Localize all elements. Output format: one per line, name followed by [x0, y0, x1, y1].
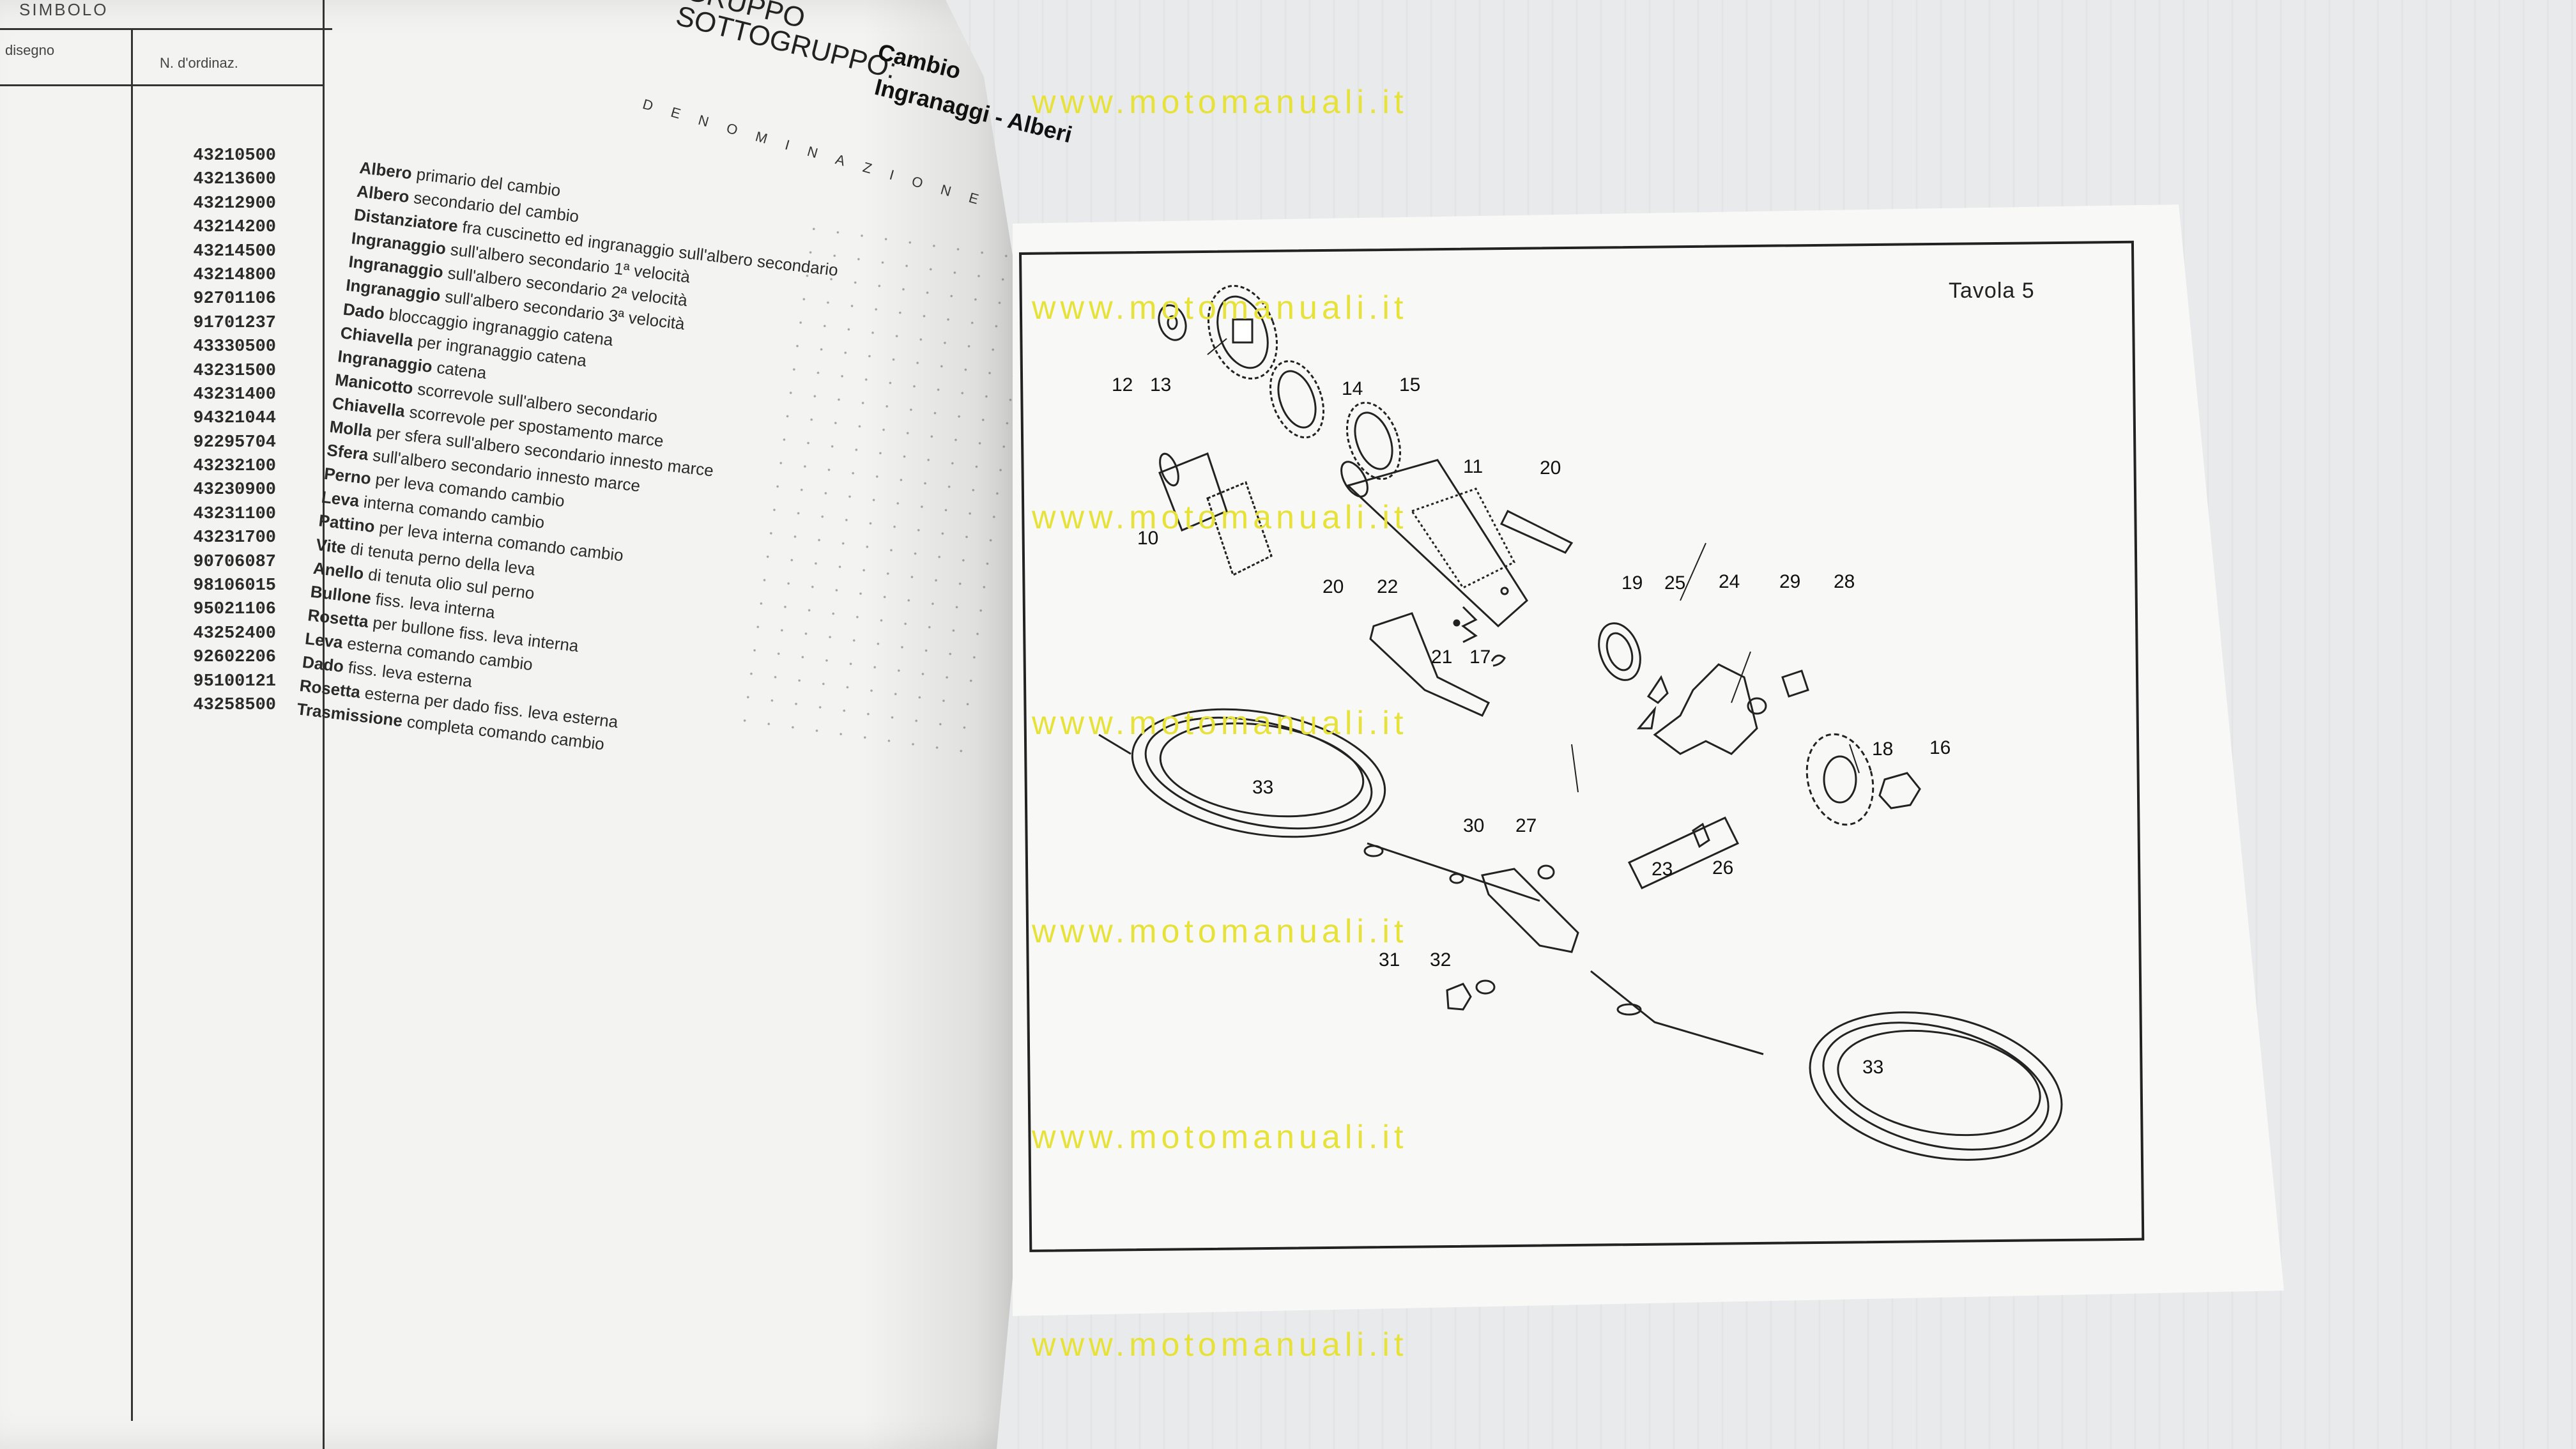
- watermark: www.motomanuali.it: [1032, 913, 1408, 950]
- denomination-term: Dado: [342, 299, 386, 323]
- right-page: [1013, 204, 2284, 1316]
- denomination-description: catena: [431, 356, 488, 383]
- part-label: 13: [1150, 374, 1171, 395]
- order-number: 43231700: [193, 528, 276, 548]
- part-label: 30: [1463, 815, 1484, 836]
- order-number: 95021106: [193, 600, 276, 620]
- denomination-term: Albero: [355, 181, 411, 207]
- denomination-term: Molla: [328, 417, 373, 441]
- part-label: 10: [1137, 528, 1158, 549]
- order-number: 43231400: [193, 385, 276, 404]
- order-number: 43231500: [193, 361, 276, 381]
- part-label: 14: [1342, 378, 1363, 399]
- denomination-term: Perno: [323, 464, 372, 489]
- order-number: 43252400: [193, 624, 276, 643]
- part-label: 31: [1379, 949, 1400, 970]
- watermark: www.motomanuali.it: [1032, 84, 1408, 121]
- part-label: 19: [1621, 572, 1643, 594]
- part-label: 32: [1430, 949, 1451, 970]
- part-label: 20: [1540, 457, 1561, 479]
- denomination-term: Vite: [314, 534, 348, 557]
- part-label: 28: [1834, 571, 1855, 592]
- order-number: 92602206: [193, 648, 276, 668]
- order-number: 43232100: [193, 457, 276, 477]
- order-number: 95100121: [193, 671, 276, 691]
- order-number: 43230900: [193, 480, 276, 500]
- order-number: 98106015: [193, 576, 276, 596]
- order-number: 90706087: [193, 552, 276, 572]
- column-divider-1: [131, 28, 133, 1421]
- washer-12: [1158, 304, 1187, 341]
- watermark: www.motomanuali.it: [1032, 289, 1408, 326]
- column-header-rule: [0, 84, 323, 86]
- denomination-term: Albero: [358, 157, 413, 183]
- order-number: 43212900: [193, 194, 276, 213]
- order-number: 43213600: [193, 170, 276, 190]
- watermark: www.motomanuali.it: [1032, 1326, 1408, 1363]
- part-label: 23: [1652, 859, 1673, 880]
- watermark: www.motomanuali.it: [1032, 705, 1408, 742]
- denomination-term: Rosetta: [307, 605, 370, 631]
- denomination-term: Leva: [303, 628, 344, 652]
- washer-12-hole: [1167, 315, 1178, 330]
- watermark: www.motomanuali.it: [1032, 1119, 1408, 1156]
- part-label: 21: [1431, 647, 1452, 668]
- denomination-term: Anello: [312, 558, 365, 583]
- part-label: 20: [1322, 576, 1344, 597]
- part-label: 15: [1399, 374, 1420, 395]
- watermark: www.motomanuali.it: [1032, 499, 1408, 536]
- part-label: 12: [1112, 374, 1133, 395]
- denomination-term: Dado: [301, 652, 345, 677]
- part-label: 29: [1779, 571, 1800, 592]
- part-label: 33: [1862, 1057, 1883, 1078]
- denomination-term: Bullone: [309, 581, 372, 608]
- order-number: 92701106: [193, 289, 276, 309]
- tavola-label: Tavola 5: [1949, 279, 2035, 303]
- order-number: 43214200: [193, 218, 276, 238]
- header-rule: [0, 28, 332, 30]
- column-n-ordinazione: N. d'ordinaz.: [160, 55, 238, 71]
- part-label: 27: [1515, 815, 1537, 836]
- order-number: 43258500: [193, 695, 276, 715]
- order-number: 43231100: [193, 504, 276, 524]
- part-label: 18: [1872, 739, 1893, 760]
- order-number: 43214800: [193, 265, 276, 285]
- order-number: 94321044: [193, 409, 276, 429]
- order-number: 91701237: [193, 313, 276, 333]
- order-number-column: 43210500 43213600 43212900 43214200 4321…: [167, 144, 276, 717]
- part-label: 24: [1719, 571, 1740, 592]
- order-number: 43210500: [193, 146, 276, 165]
- denomination-term: Leva: [320, 487, 360, 511]
- part-label: 11: [1463, 456, 1483, 477]
- part-label: 26: [1712, 857, 1733, 878]
- column-disegno: disegno: [5, 42, 55, 58]
- order-number: 43330500: [193, 337, 276, 357]
- part-label: 33: [1252, 777, 1273, 798]
- order-number: 92295704: [193, 433, 276, 452]
- part-label: 25: [1664, 572, 1685, 594]
- denomination-term: Pattino: [318, 510, 376, 537]
- part-label: 16: [1929, 737, 1951, 758]
- part-label: 17: [1469, 647, 1491, 668]
- header-simbolo: SIMBOLO: [19, 0, 109, 19]
- part-label: 22: [1377, 576, 1398, 597]
- exploded-diagram: 12 13 14 15 11 20 10 20 22 21 17 19 25 2…: [1098, 284, 2063, 1161]
- column-divider-2: [323, 0, 325, 1449]
- denomination-term: Sfera: [326, 440, 370, 464]
- order-number: 43214500: [193, 241, 276, 261]
